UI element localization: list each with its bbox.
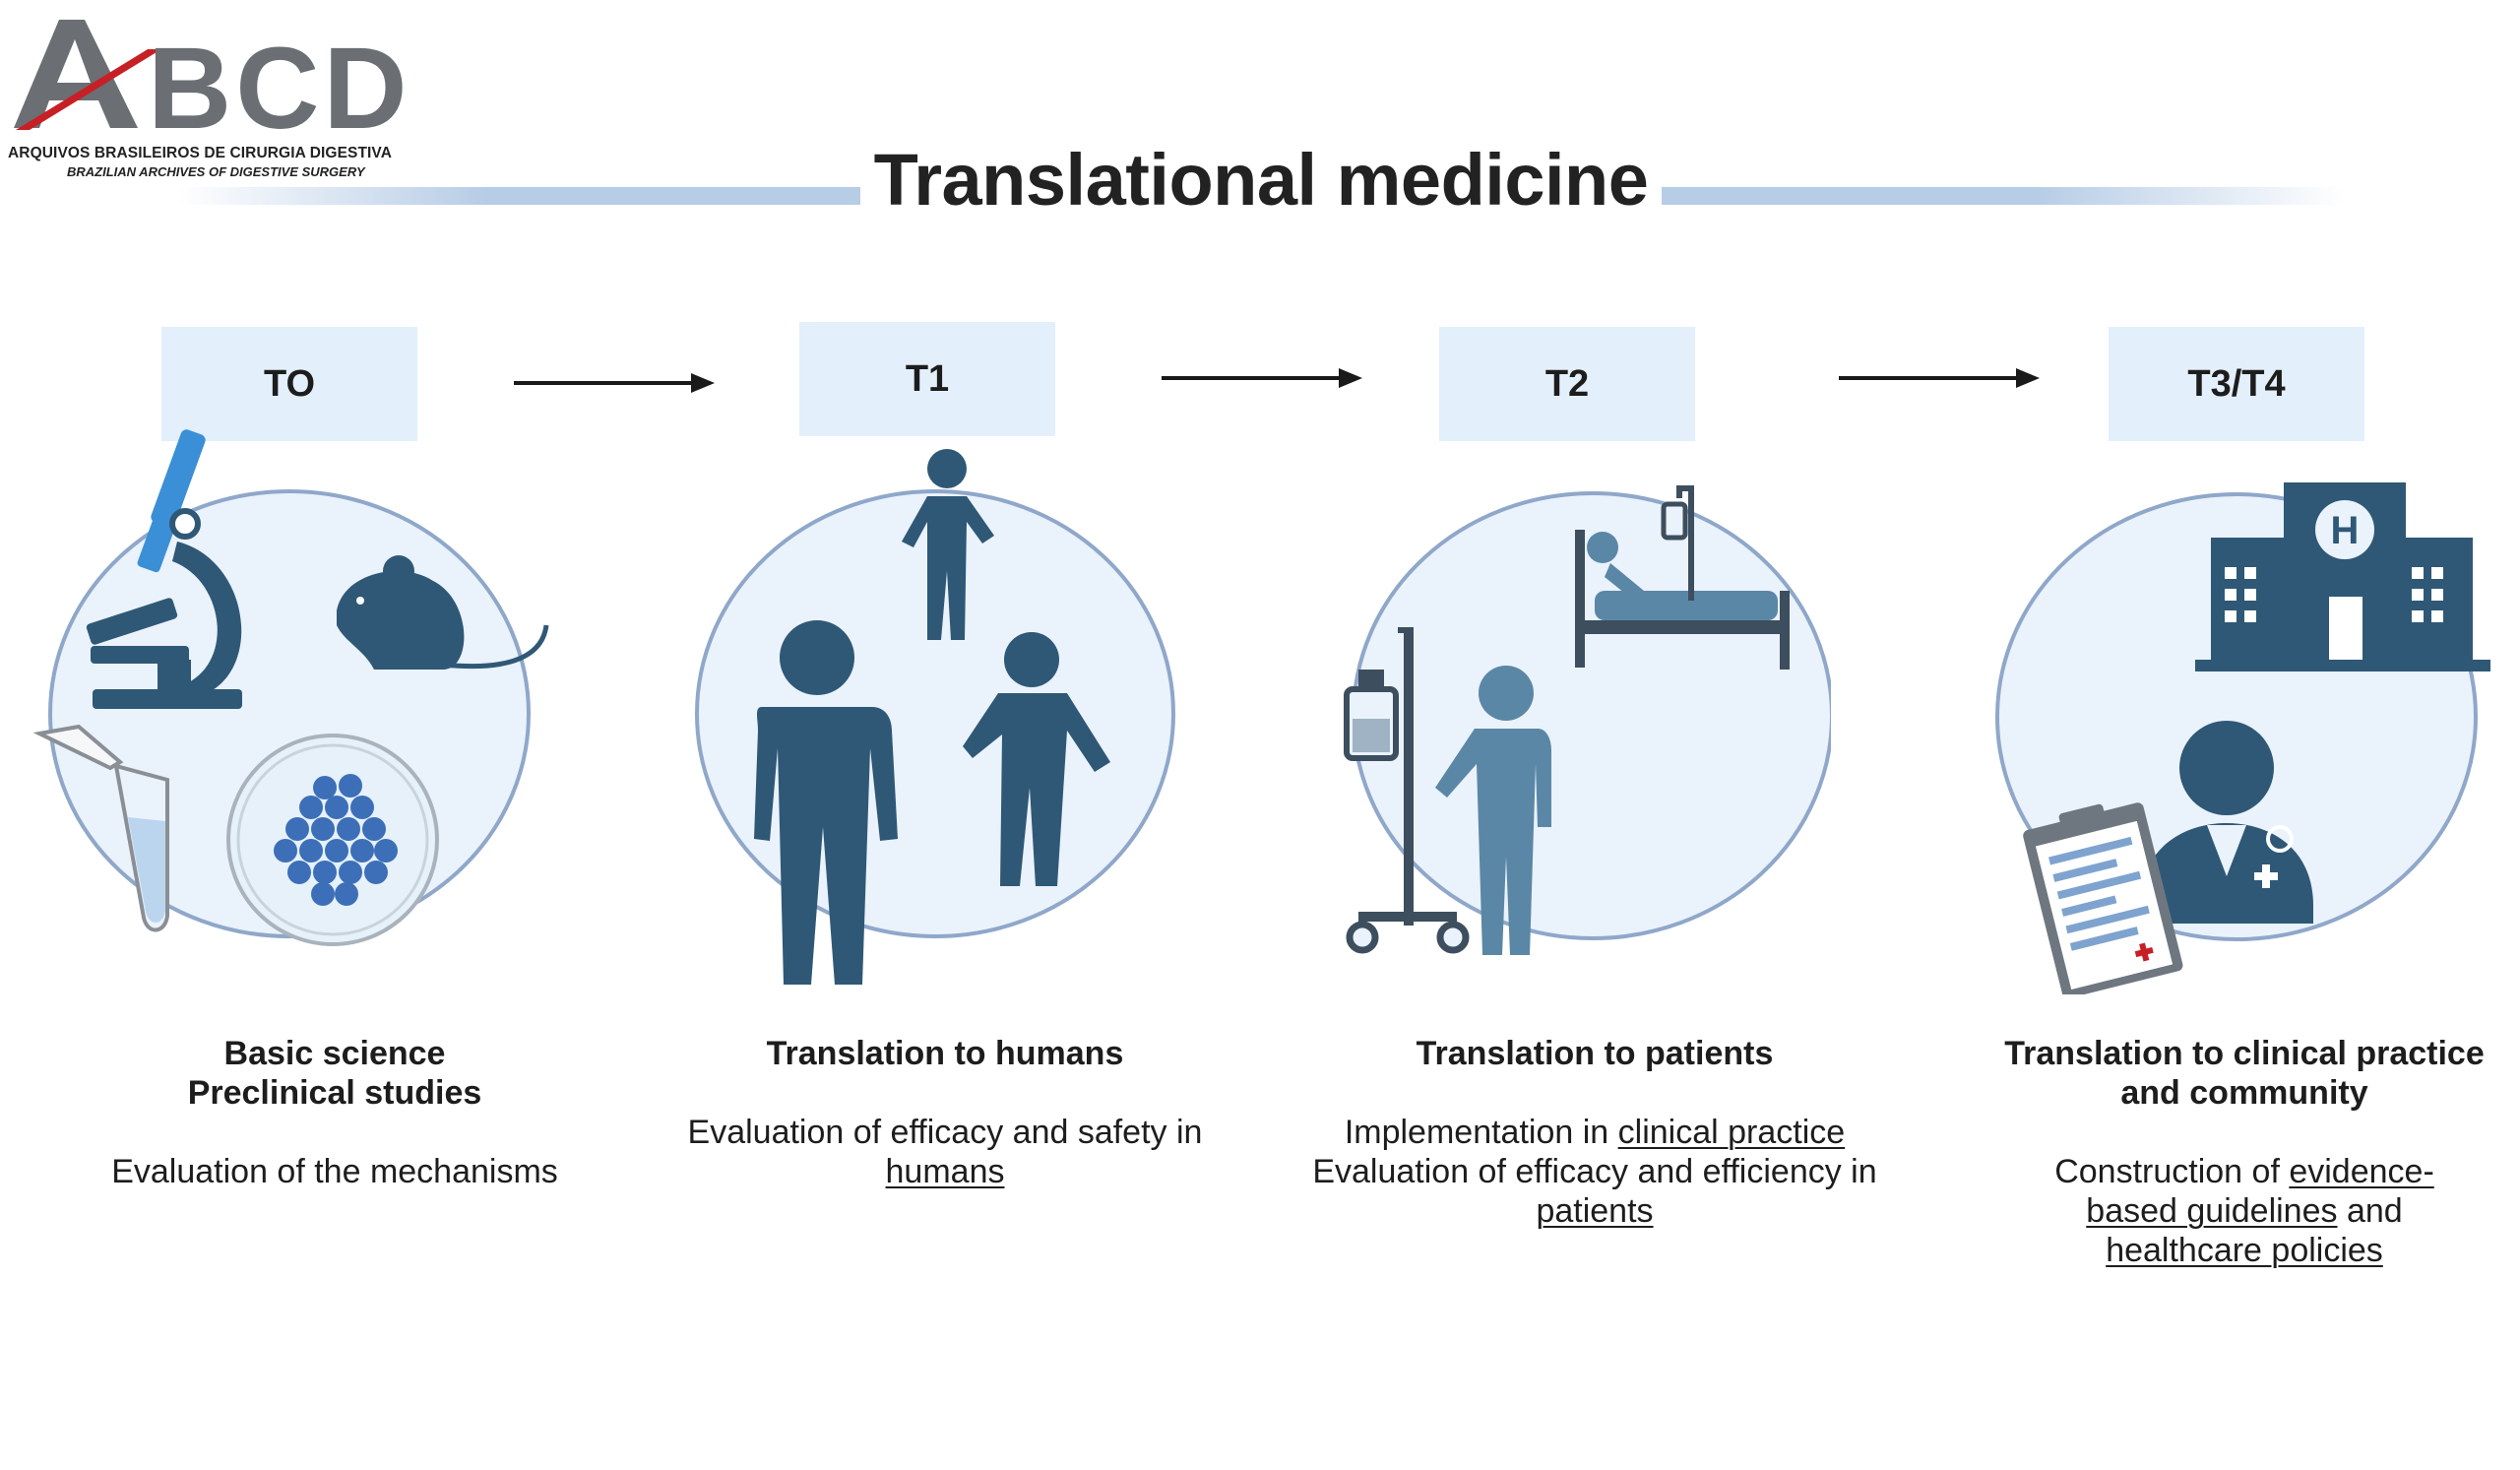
abcd-logo-mark: BCD (14, 20, 411, 148)
patient-icon (1435, 666, 1551, 955)
stage-t3t4-heading-1: Translation to clinical practice (2004, 1035, 2485, 1072)
arrow-t2-to-t3t4 (1839, 368, 2040, 388)
title-rule-right (1662, 187, 2345, 205)
microscope-icon (86, 542, 242, 709)
stage-label-t0: TO (161, 327, 417, 441)
stage-t2-circle (1352, 491, 1831, 940)
logo-subtitle-portuguese: ARQUIVOS BRASILEIROS DE CIRURGIA DIGESTI… (8, 145, 393, 161)
stage-t3t4-and: and (2337, 1192, 2403, 1230)
stage-t1-text: Translation to humans Evaluation of effi… (650, 1034, 1240, 1191)
test-tube-icon (32, 724, 169, 932)
person-icon (963, 632, 1110, 886)
doctor-icon (2140, 721, 2313, 924)
stage-t1-illustration (695, 449, 1175, 985)
stage-t3t4-line1-prefix: Construction of (2054, 1153, 2290, 1190)
stage-t2-text: Translation to patients Implementation i… (1280, 1034, 1910, 1231)
stage-t2-description: Implementation in clinical practice Eval… (1280, 1113, 1910, 1231)
stage-t1-description-line: Evaluation of efficacy and safety in (687, 1114, 1203, 1151)
stage-t3t4-heading-2: and community (2120, 1074, 2368, 1112)
clipboard-icon (2023, 802, 2183, 994)
journal-logo: BCD ARQUIVOS BRASILEIROS DE CIRURGIA DIG… (0, 10, 433, 179)
stage-t0-heading-2: Preclinical studies (187, 1074, 482, 1112)
hospital-icon: H (2195, 482, 2490, 671)
stage-t3t4-policies-link[interactable]: healthcare policies (2106, 1232, 2383, 1269)
stage-label-t3t4: T3/T4 (2109, 327, 2364, 441)
stage-t2-patients-link[interactable]: patients (1536, 1192, 1654, 1230)
person-icon (754, 620, 898, 985)
stage-t2-heading: Translation to patients (1416, 1035, 1774, 1072)
stage-label-t1: T1 (799, 322, 1055, 436)
stage-t1-description: Evaluation of efficacy and safety in hum… (650, 1113, 1240, 1191)
stage-label-t2: T2 (1439, 327, 1695, 441)
stage-t3t4-guidelines-link-a[interactable]: evidence- (2289, 1153, 2434, 1190)
stage-t3t4-description: Construction of evidence- based guidelin… (1979, 1152, 2510, 1270)
petri-dish-icon (226, 734, 439, 946)
stage-t2-line2: Evaluation of efficacy and efficiency in (1312, 1153, 1877, 1190)
stage-t2-clinical-practice-link[interactable]: clinical practice (1617, 1114, 1846, 1151)
stage-t0-illustration (32, 429, 549, 946)
stage-t3t4-guidelines-link-b[interactable]: based guidelines (2086, 1192, 2338, 1230)
title-rule-left (177, 187, 860, 205)
svg-text:H: H (2331, 509, 2360, 552)
stage-t2-illustration (1344, 485, 1831, 955)
stage-t0-text: Basic science Preclinical studies Evalua… (39, 1034, 630, 1191)
page-title: Translational medicine (873, 139, 1649, 221)
svg-text:BCD: BCD (148, 24, 411, 148)
stage-t3t4-illustration: H (1995, 482, 2490, 994)
stage-t0-heading-1: Basic science (223, 1035, 446, 1072)
arrow-t0-to-t1 (514, 373, 715, 393)
iv-stand-icon (1344, 627, 1470, 954)
microscope-tube (137, 429, 206, 573)
stage-t2-line1-prefix: Implementation in (1344, 1114, 1618, 1151)
mouse-icon (337, 555, 549, 670)
stage-t1-humans-link[interactable]: humans (885, 1153, 1005, 1190)
hospital-bed-icon (1575, 485, 1790, 670)
logo-subtitle-english: BRAZILIAN ARCHIVES OF DIGESTIVE SURGERY (67, 164, 365, 179)
stage-t3t4-text: Translation to clinical practice and com… (1979, 1034, 2510, 1270)
person-icon (902, 449, 994, 640)
stage-t1-heading: Translation to humans (766, 1035, 1124, 1072)
arrow-t1-to-t2 (1162, 368, 1362, 388)
stage-t0-description: Evaluation of the mechanisms (111, 1153, 558, 1190)
